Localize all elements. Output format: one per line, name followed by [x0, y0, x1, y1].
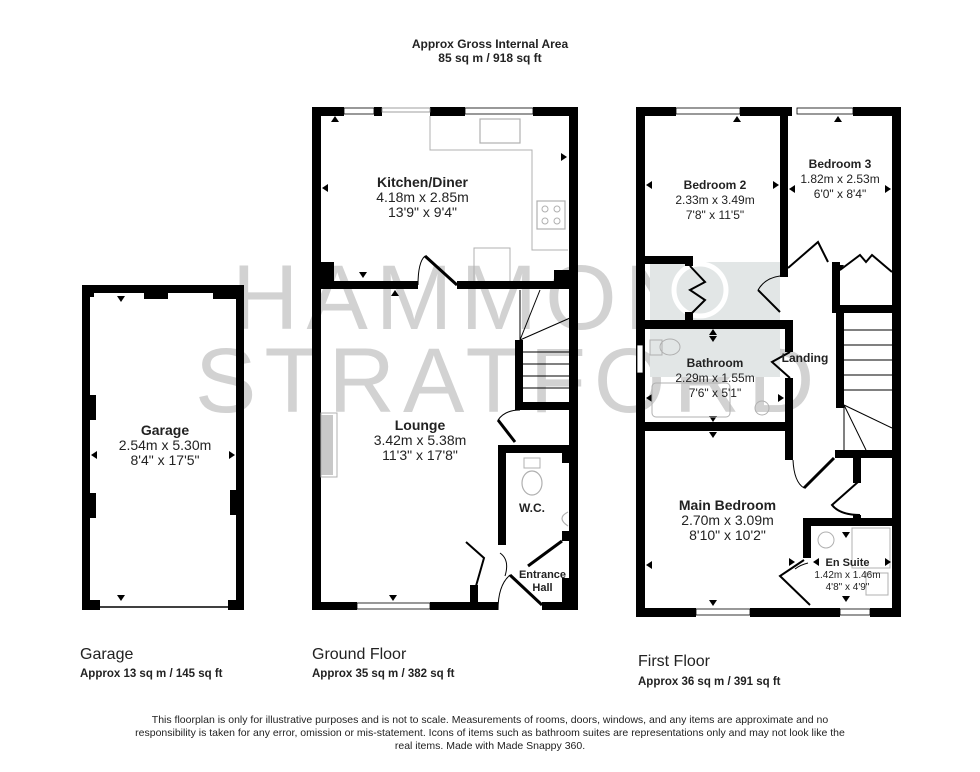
room-name: Bedroom 2 [683, 178, 747, 192]
room-name: Entrance [518, 569, 567, 581]
floor-area-first: Approx 36 sq m / 391 sq ft [638, 676, 781, 688]
room-metric: 3.42m x 5.38m [373, 432, 467, 448]
room-main-bedroom: Main Bedroom 2.70m x 3.09m 8'10" x 10'2" [655, 498, 800, 543]
room-metric: 2.29m x 1.55m [675, 371, 755, 385]
room-imperial: 13'9" x 9'4" [388, 204, 457, 220]
disclaimer: This floorplan is only for illustrative … [135, 714, 845, 752]
room-name: Bathroom [686, 356, 744, 370]
room-en-suite: En Suite 1.42m x 1.46m 4'8" x 4'9" [805, 557, 890, 594]
room-name: Lounge [394, 417, 446, 433]
floor-title-garage: Garage [80, 646, 134, 663]
room-metric: 4.18m x 2.85m [376, 189, 469, 205]
room-wc: W.C. [512, 501, 552, 516]
room-metric: 2.33m x 3.49m [675, 193, 755, 207]
room-bathroom: Bathroom 2.29m x 1.55m 7'6" x 5'1" [660, 356, 770, 401]
room-name: Bedroom 3 [808, 157, 872, 171]
room-name: Main Bedroom [678, 497, 777, 513]
room-kitchen-diner: Kitchen/Diner 4.18m x 2.85m 13'9" x 9'4" [350, 175, 495, 220]
room-bedroom-2: Bedroom 2 2.33m x 3.49m 7'8" x 11'5" [660, 178, 770, 223]
room-metric: 1.82m x 2.53m [800, 172, 880, 186]
garage-plan [82, 285, 244, 610]
first-floor-plan [636, 107, 901, 617]
room-imperial: 8'10" x 10'2" [689, 527, 766, 543]
room-name: W.C. [519, 501, 545, 515]
room-metric: 2.54m x 5.30m [118, 437, 212, 453]
room-entrance-hall: Entrance Hall [515, 569, 570, 595]
floor-area-garage: Approx 13 sq m / 145 sq ft [80, 668, 223, 680]
room-landing: Landing [775, 351, 835, 366]
room-lounge: Lounge 3.42m x 5.38m 11'3" x 17'8" [350, 418, 490, 463]
room-name: Kitchen/Diner [376, 174, 468, 190]
ground-floor-plan [312, 107, 578, 611]
room-name-line2: Hall [532, 582, 553, 594]
room-garage: Garage 2.54m x 5.30m 8'4" x 17'5" [100, 423, 230, 468]
room-imperial: 8'4" x 17'5" [130, 452, 200, 468]
room-imperial: 11'3" x 17'8" [382, 447, 458, 463]
room-metric: 1.42m x 1.46m [814, 570, 881, 581]
gross-area-title: Approx Gross Internal Area [411, 37, 569, 51]
logo-shade [650, 262, 780, 377]
room-imperial: 7'6" x 5'1" [688, 386, 742, 400]
room-imperial: 6'0" x 8'4" [813, 187, 867, 201]
floor-title-first: First Floor [638, 653, 710, 670]
logo-circle-icon [671, 261, 729, 319]
floor-title-ground: Ground Floor [312, 646, 407, 663]
room-name: En Suite [825, 557, 870, 569]
room-metric: 2.70m x 3.09m [681, 512, 774, 528]
room-imperial: 4'8" x 4'9" [825, 582, 870, 593]
room-name: Landing [781, 351, 829, 365]
room-bedroom-3: Bedroom 3 1.82m x 2.53m 6'0" x 8'4" [790, 157, 890, 202]
room-imperial: 7'8" x 11'5" [685, 208, 745, 222]
floor-area-ground: Approx 35 sq m / 382 sq ft [312, 668, 455, 680]
room-name: Garage [140, 422, 190, 438]
gross-area-value: 85 sq m / 918 sq ft [438, 51, 542, 65]
